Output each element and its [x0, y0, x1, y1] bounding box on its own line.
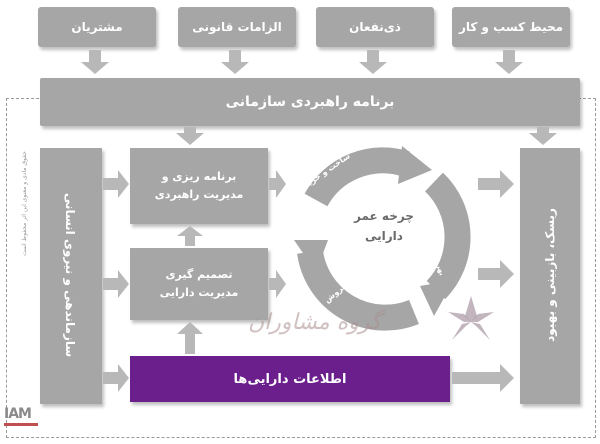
cycle-arrowhead-icon — [294, 240, 328, 272]
iam-logo: IAM — [4, 406, 42, 436]
cycle-segment-build — [304, 147, 410, 207]
top-down-arrows — [81, 50, 523, 74]
business-environment-box: محیط کسب و کار — [452, 7, 570, 47]
arrow-down-icon — [529, 127, 557, 145]
asset-decision-box: تصمیم گیری مدیریت دارایی — [130, 248, 268, 320]
cycle-arrowhead-icon — [398, 146, 432, 184]
arrow-right-icon — [478, 170, 514, 198]
arrow-up-icon — [177, 226, 203, 246]
arrow-right-icon — [103, 364, 129, 392]
arrow-down-icon — [495, 50, 523, 74]
risk-review-column — [520, 148, 580, 404]
watermark-text: گروه مشاوران — [248, 310, 382, 335]
strategic-plan-box: برنامه راهبردی سازمانی — [40, 78, 580, 126]
arrow-right-icon — [478, 260, 514, 288]
cycle-title: چرخه عمر دارایی — [354, 209, 414, 244]
legal-requirements-box: الزامات قانونی — [178, 7, 296, 47]
arrow-up-icon — [177, 322, 203, 354]
stakeholders-box: ذی‌نفعان — [316, 7, 434, 47]
strategic-planning-box: برنامه ریزی و مدیریت راهبردی — [130, 148, 268, 224]
lifecycle-cycle — [294, 146, 471, 331]
asset-information-box: اطلاعات دارایی‌ها — [130, 356, 450, 402]
cycle-arrowhead-icon — [420, 280, 454, 316]
organization-hr-column — [40, 148, 102, 404]
cycle-segment-dispose — [297, 249, 419, 331]
arrow-right-icon — [452, 364, 514, 392]
cycle-segment-operate — [424, 172, 471, 300]
arrow-right-icon — [269, 270, 286, 298]
arrow-right-icon — [103, 170, 129, 198]
arrow-right-icon — [269, 170, 286, 198]
arrow-down-icon — [81, 50, 109, 74]
arrow-down-icon — [359, 50, 387, 74]
arrow-right-icon — [103, 270, 129, 298]
watermark-logo — [448, 296, 494, 340]
arrow-down-icon — [221, 50, 249, 74]
customers-box: مشتریان — [38, 7, 156, 47]
copyright-note: حقوق مادی و معنوی این اثر محفوظ است — [20, 151, 28, 256]
arrow-down-icon — [176, 127, 204, 145]
